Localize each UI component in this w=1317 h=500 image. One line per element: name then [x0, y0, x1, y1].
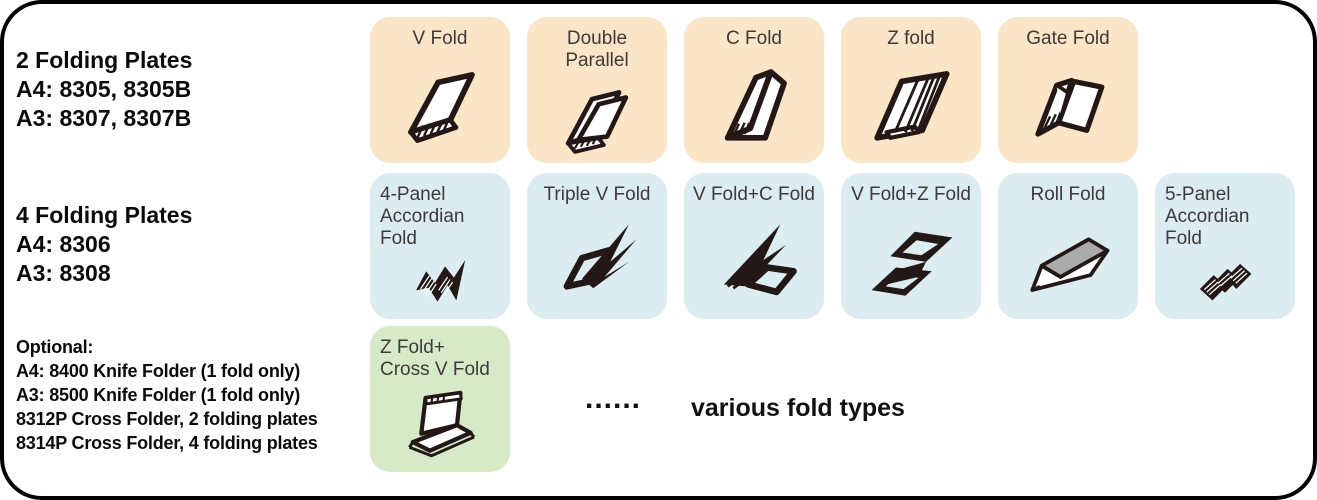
fold-card-v-fold: V Fold: [370, 17, 510, 163]
fold-card-label: Triple V Fold: [543, 184, 651, 205]
fold-row-1: V Fold Double Parallel C Fold Z fold Gate Fo…: [370, 17, 1138, 163]
fold-card-gate-fold: Gate Fold: [998, 17, 1138, 163]
double-parallel-icon: [534, 72, 660, 157]
fold-card-v-fold-z-fold: V Fold+Z Fold: [841, 173, 981, 319]
fold-card-z-fold: Z fold: [841, 17, 981, 163]
five-panel-accordian-fold-icon: [1162, 250, 1288, 313]
fold-card-triple-v-fold: Triple V Fold: [527, 173, 667, 319]
fold-card-v-fold-c-fold: V Fold+C Fold: [684, 173, 824, 319]
fold-card-label: Z Fold+ Cross V Fold: [380, 337, 490, 381]
c-fold-icon: [691, 50, 817, 157]
fold-card-z-fold-cross-v-fold: Z Fold+ Cross V Fold: [370, 326, 510, 472]
plate-group-title: 2 Folding Plates: [16, 47, 193, 73]
plate-group-optional: Optional: A4: 8400 Knife Folder (1 fold o…: [16, 335, 318, 455]
fold-card-label: 4-Panel Accordian Fold: [380, 184, 465, 250]
model-line: A3: 8500 Knife Folder (1 fold only): [16, 385, 301, 405]
model-line: 8314P Cross Folder, 4 folding plates: [16, 433, 318, 453]
fold-card-roll-fold: Roll Fold: [998, 173, 1138, 319]
plate-group-title: 4 Folding Plates: [16, 202, 193, 228]
fold-card-label: Double Parallel: [565, 28, 629, 72]
fold-card-c-fold: C Fold: [684, 17, 824, 163]
fold-row-3: Z Fold+ Cross V Fold: [370, 326, 510, 472]
fold-row-2: 4-Panel Accordian Fold Triple V Fold V Fol…: [370, 173, 1295, 319]
v-fold-z-fold-icon: [848, 206, 974, 313]
fold-card-5-panel-accordian-fold: 5-Panel Accordian Fold: [1155, 173, 1295, 319]
model-line: A4: 8400 Knife Folder (1 fold only): [16, 361, 301, 381]
fold-card-label: Gate Fold: [1026, 28, 1110, 49]
v-fold-icon: [377, 50, 503, 157]
triple-v-fold-icon: [534, 206, 660, 313]
fold-card-label: Z fold: [887, 28, 935, 49]
fold-card-double-parallel: Double Parallel: [527, 17, 667, 163]
fold-card-label: V Fold+C Fold: [693, 184, 815, 205]
fold-card-label: 5-Panel Accordian Fold: [1165, 184, 1250, 250]
fold-card-label: V Fold: [412, 28, 468, 49]
z-fold-icon: [848, 50, 974, 157]
fold-card-label: V Fold+Z Fold: [851, 184, 971, 205]
model-line: A4: 8305, 8305B: [16, 76, 192, 102]
fold-card-4-panel-accordian-fold: 4-Panel Accordian Fold: [370, 173, 510, 319]
plate-group-title: Optional:: [16, 337, 94, 357]
fold-card-label: C Fold: [726, 28, 782, 49]
model-line: 8312P Cross Folder, 2 folding plates: [16, 409, 318, 429]
gate-fold-icon: [1005, 50, 1131, 157]
z-fold-cross-v-fold-icon: [377, 381, 503, 466]
roll-fold-icon: [1005, 206, 1131, 313]
model-line: A3: 8308: [16, 260, 111, 286]
various-fold-types-caption: various fold types: [691, 394, 905, 422]
model-line: A4: 8306: [16, 231, 111, 257]
v-fold-c-fold-icon: [691, 206, 817, 313]
ellipsis-text: ......: [585, 382, 642, 415]
four-panel-accordian-fold-icon: [377, 250, 503, 313]
fold-card-label: Roll Fold: [1030, 184, 1106, 205]
model-line: A3: 8307, 8307B: [16, 105, 192, 131]
